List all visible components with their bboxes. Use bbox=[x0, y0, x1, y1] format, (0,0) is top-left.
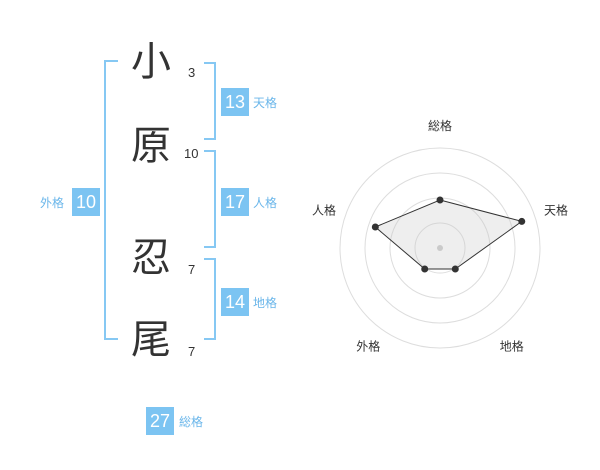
radar-axis-label: 外格 bbox=[356, 339, 380, 354]
name-char-3: 忍 bbox=[131, 235, 171, 281]
radar-axis-label: 人格 bbox=[312, 202, 336, 217]
radar-series-area bbox=[374, 199, 523, 270]
jinkaku-label: 人格 bbox=[253, 196, 278, 210]
name-char-2: 原 bbox=[131, 123, 171, 169]
gaikaku-value: 10 bbox=[72, 188, 100, 216]
radar-point bbox=[421, 265, 429, 273]
radar-axis-label: 天格 bbox=[544, 202, 568, 217]
stroke-count-3: 7 bbox=[188, 262, 196, 277]
stroke-count-4: 7 bbox=[188, 344, 196, 359]
radar-axis-label: 地格 bbox=[500, 339, 524, 354]
jinkaku-bracket bbox=[204, 150, 216, 248]
jinkaku-value: 17 bbox=[221, 188, 249, 216]
stroke-count-1: 3 bbox=[188, 65, 196, 80]
chikaku-value: 14 bbox=[221, 288, 249, 316]
radar-point bbox=[518, 217, 526, 225]
tenkaku-value: 13 bbox=[221, 88, 249, 116]
radar-grid-ring bbox=[414, 222, 466, 274]
tenkaku-label: 天格 bbox=[253, 96, 278, 110]
chikaku-bracket bbox=[204, 258, 216, 340]
gaikaku-label: 外格 bbox=[40, 196, 65, 210]
tenkaku-bracket bbox=[204, 62, 216, 140]
radar-grid-ring bbox=[339, 147, 541, 349]
radar-point bbox=[436, 196, 444, 204]
chikaku-label: 地格 bbox=[253, 296, 278, 310]
radar-axis-label: 総格 bbox=[428, 118, 452, 133]
stroke-count-2: 10 bbox=[184, 146, 199, 161]
name-char-1: 小 bbox=[131, 39, 171, 85]
name-char-4: 尾 bbox=[131, 317, 171, 363]
radar-point bbox=[371, 223, 379, 231]
gaikaku-bracket bbox=[104, 60, 118, 340]
radar-center-dot bbox=[437, 245, 443, 251]
soukaku-label: 総格 bbox=[179, 415, 204, 429]
radar-grid-ring bbox=[364, 172, 516, 324]
soukaku-value: 27 bbox=[146, 407, 174, 435]
radar-point bbox=[451, 265, 459, 273]
